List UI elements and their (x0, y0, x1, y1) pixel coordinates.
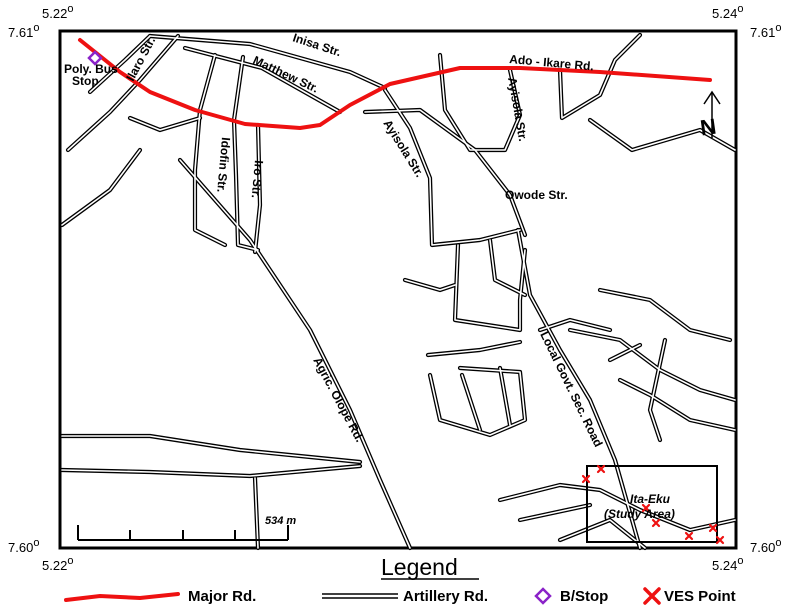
ves-point (715, 535, 725, 545)
label-idofin-str: Idofin Str. (214, 137, 233, 193)
legend-major-road-icon (64, 592, 180, 602)
ves-points (581, 464, 725, 545)
legend-ves-point-icon (643, 587, 661, 605)
bus-stop-marker (87, 50, 103, 66)
ves-point (684, 531, 694, 541)
scale-label: 534 m (265, 515, 296, 527)
lon-top-right: 5.24o (712, 3, 743, 21)
legend-ves-point: VES Point (664, 588, 736, 605)
legend-major-road: Major Rd. (188, 588, 256, 605)
major-road-ado-ikare (78, 38, 712, 130)
lat-right-bottom: 7.60o (750, 537, 781, 555)
ves-point (651, 518, 661, 528)
ves-point (596, 464, 606, 474)
lat-left-top: 7.61o (8, 22, 39, 40)
north-label: N (699, 114, 718, 141)
label-owode-str: Owode Str. (505, 188, 568, 202)
study-area-box (586, 465, 718, 543)
legend-title: Legend (381, 554, 458, 580)
ves-point (641, 503, 651, 513)
ves-point (708, 523, 718, 533)
legend-bus-stop: B/Stop (560, 588, 608, 605)
label-bus-stop-2: Stop (72, 74, 99, 88)
lon-bottom-left: 5.22o (42, 555, 73, 573)
legend-artillery-road: Artillery Rd. (403, 588, 488, 605)
label-iro-str: Iro Str. (249, 160, 266, 199)
artillery-roads (59, 32, 738, 551)
lat-left-bottom: 7.60o (8, 537, 39, 555)
label-bus-stop-1: Poly. Bus (64, 62, 118, 76)
lon-top-left: 5.22o (42, 3, 73, 21)
map-frame (58, 29, 738, 550)
legend-artillery-road-icon (322, 593, 398, 599)
label-study-area-2: (Study Area) (604, 507, 675, 521)
lon-bottom-right: 5.24o (712, 555, 743, 573)
coordinate-labels: 5.22o 5.24o 7.61o 7.61o 7.60o 7.60o 5.22… (8, 3, 781, 573)
north-arrow-icon: N (699, 90, 721, 141)
scale-bar (77, 525, 289, 541)
ves-point (581, 474, 591, 484)
lat-right-top: 7.61o (750, 22, 781, 40)
label-study-area-1: Ita-Eku (630, 492, 671, 506)
legend-bus-stop-icon (534, 587, 552, 605)
